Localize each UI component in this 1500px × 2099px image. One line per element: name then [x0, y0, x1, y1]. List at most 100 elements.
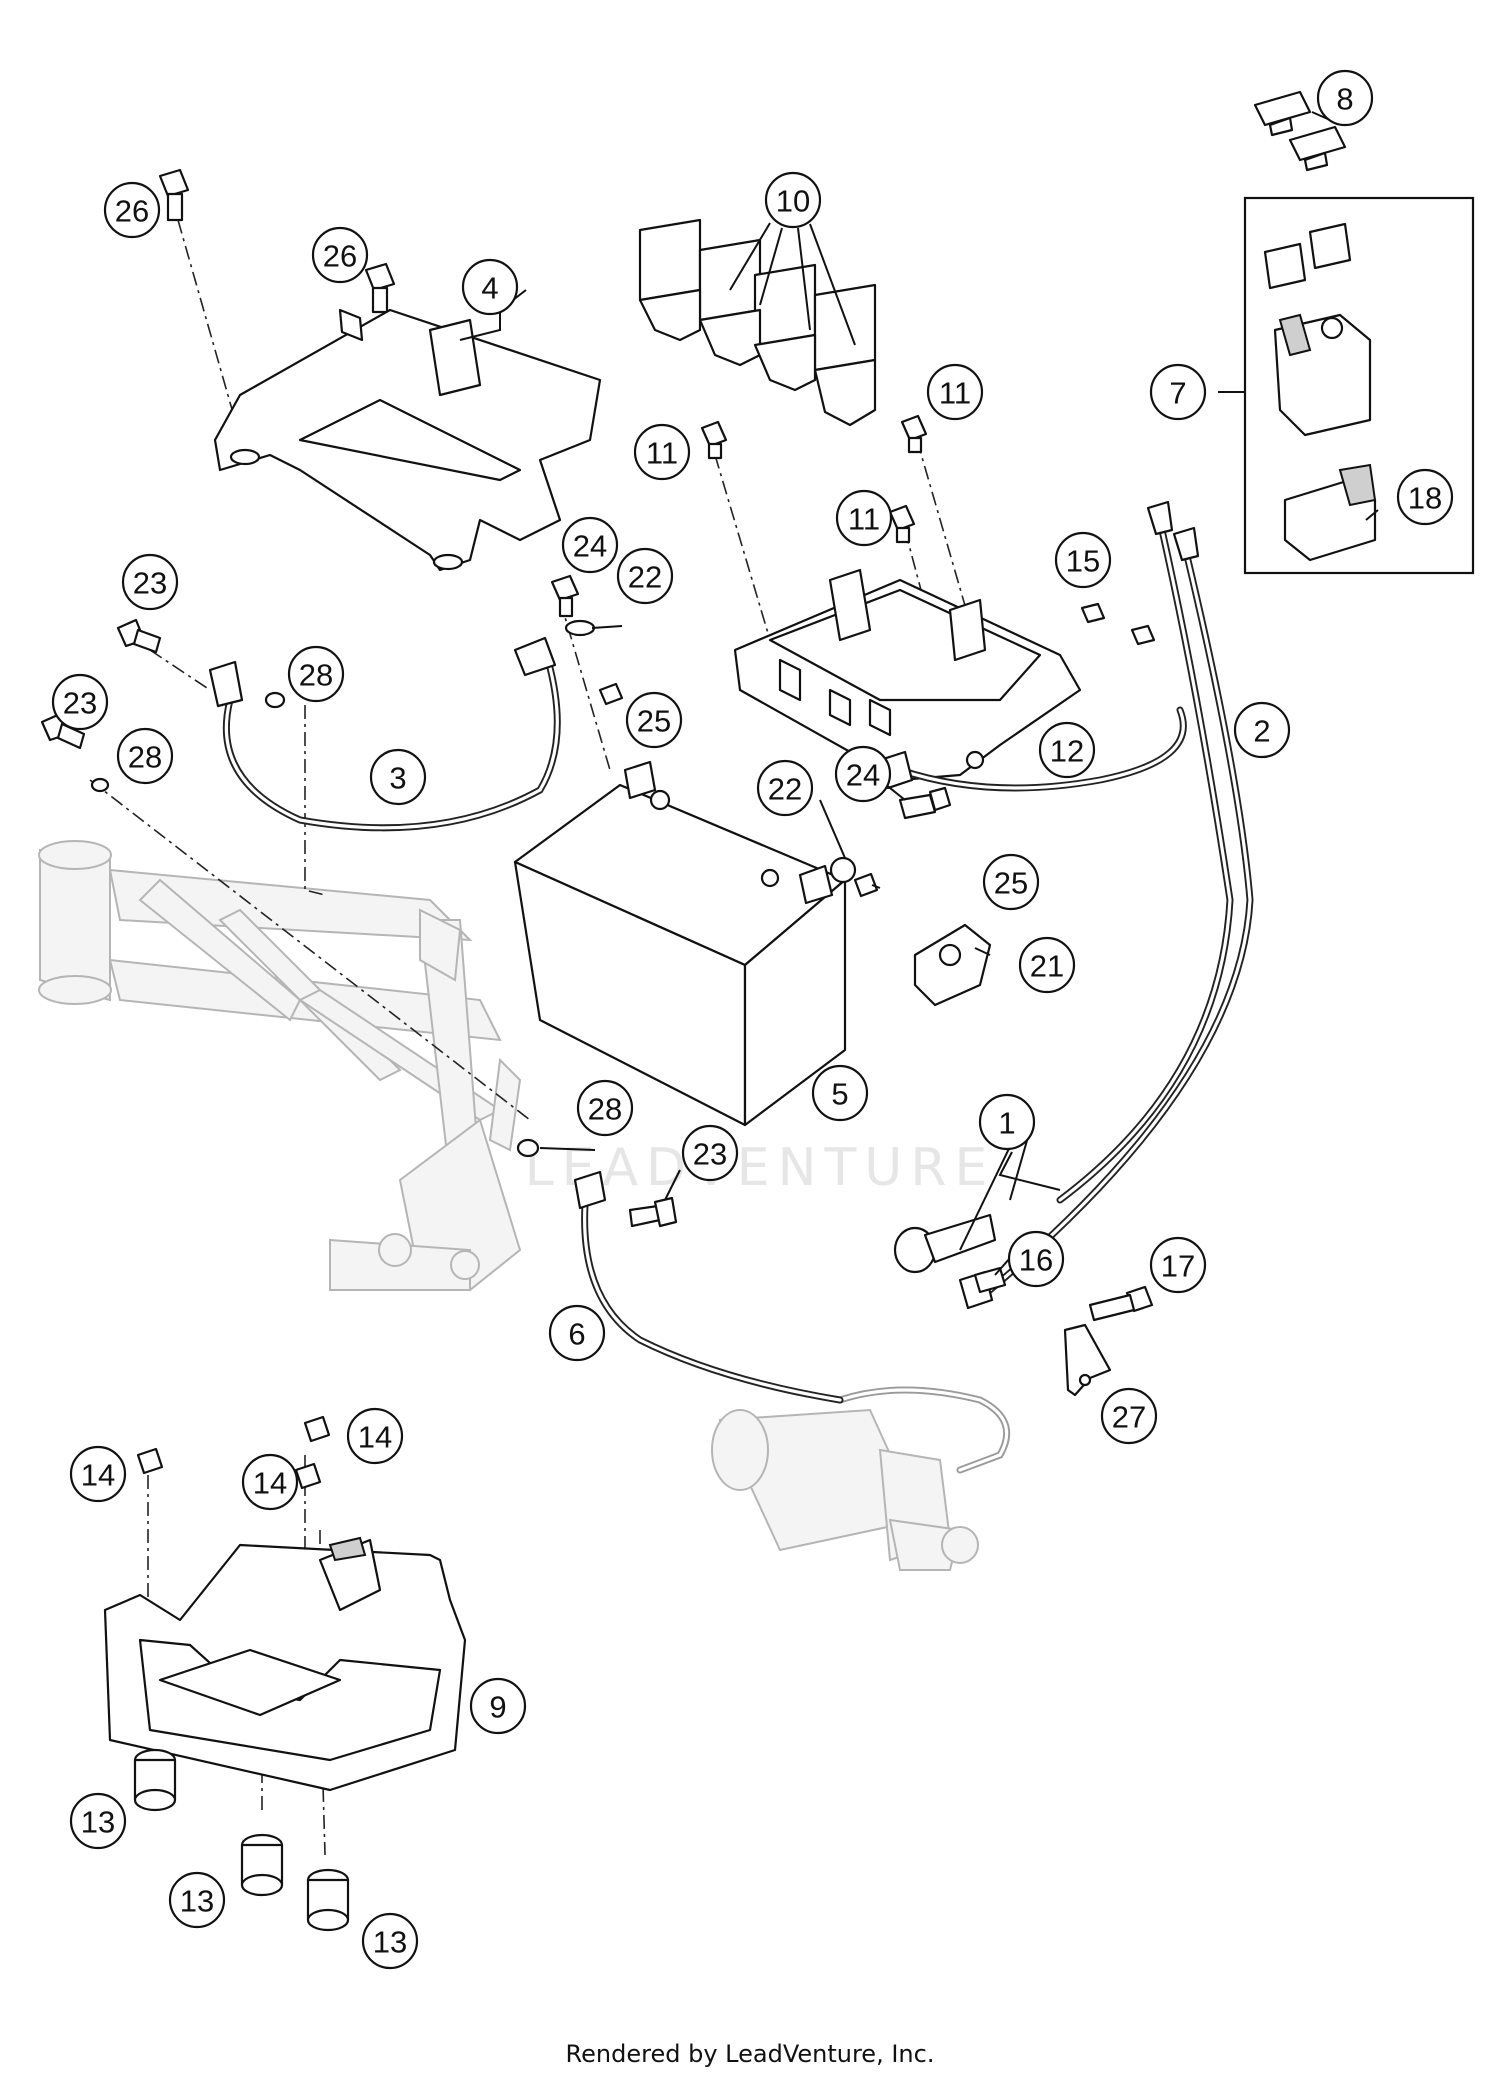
callout-circle [548, 1304, 606, 1362]
nut-25-lower [853, 872, 879, 898]
callout-label: 8 [1336, 82, 1353, 117]
callout-22: 22 [756, 759, 814, 817]
washer-28-upper [264, 691, 286, 709]
callout-17: 17 [1149, 1236, 1207, 1294]
rubber-feet-13 [133, 1748, 350, 1932]
callout-11: 11 [926, 363, 984, 421]
callout-25: 25 [982, 853, 1040, 911]
callout-circle [1233, 701, 1291, 759]
bolts-14 [136, 1415, 331, 1490]
callout-label: 23 [63, 686, 97, 721]
callout-26: 26 [311, 226, 369, 284]
callout-circle [616, 547, 674, 605]
callout-5: 5 [811, 1064, 869, 1122]
callout-circle [811, 1064, 869, 1122]
callout-11: 11 [633, 423, 691, 481]
callout-label: 23 [693, 1137, 727, 1172]
callout-circle [116, 727, 174, 785]
callout-22: 22 [616, 547, 674, 605]
callout-14: 14 [69, 1445, 127, 1503]
callout-28: 28 [287, 645, 345, 703]
callout-label: 13 [81, 1805, 115, 1840]
callout-24: 24 [561, 516, 619, 574]
ghost-frame [38, 840, 522, 1292]
callout-circle [168, 1871, 226, 1929]
callout-circle [346, 1407, 404, 1465]
callout-circle [625, 691, 683, 749]
callout-circle [1316, 69, 1374, 127]
callout-circle [287, 645, 345, 703]
callout-circle [1007, 1230, 1065, 1288]
callout-26: 26 [103, 181, 161, 239]
callout-circle [1038, 721, 1096, 779]
callout-23: 23 [681, 1124, 739, 1182]
callout-1: 1 [978, 1093, 1036, 1151]
battery-tray-9 [103, 1536, 467, 1792]
callout-circle [369, 748, 427, 806]
callout-circle [461, 258, 519, 316]
callout-21: 21 [1018, 936, 1076, 994]
callout-28: 28 [116, 727, 174, 785]
callout-circle [1018, 936, 1076, 994]
callout-15: 15 [1054, 531, 1112, 589]
callout-label: 9 [489, 1690, 506, 1725]
nuts-15 [1080, 602, 1156, 646]
callout-circle [834, 745, 892, 803]
cable-3 [208, 636, 561, 832]
callout-label: 2 [1253, 714, 1270, 749]
callout-label: 21 [1030, 949, 1064, 984]
washer-28-left [90, 777, 110, 793]
bolt-24-upper [550, 574, 580, 618]
bolt-23-lower [628, 1196, 678, 1228]
bolts-11 [700, 414, 928, 544]
ghost-starter-motor [711, 1386, 1011, 1571]
callout-6: 6 [548, 1304, 606, 1362]
callout-8: 8 [1316, 69, 1374, 127]
callout-circle [1149, 363, 1207, 421]
callout-label: 1 [998, 1106, 1015, 1141]
callout-label: 28 [299, 658, 333, 693]
callout-label: 24 [846, 758, 880, 793]
callout-label: 6 [568, 1317, 585, 1352]
leader-lines [459, 111, 1379, 1276]
callout-circle [121, 553, 179, 611]
callout-label: 24 [573, 529, 607, 564]
callout-14: 14 [346, 1407, 404, 1465]
callout-circle [1149, 1236, 1207, 1294]
callout-circle [982, 853, 1040, 911]
callout-13: 13 [168, 1871, 226, 1929]
callout-24: 24 [834, 745, 892, 803]
callout-label: 11 [848, 502, 880, 537]
callout-12: 12 [1038, 721, 1096, 779]
callout-label: 28 [588, 1092, 622, 1127]
callout-label: 26 [323, 239, 357, 274]
bracket-plate-4 [213, 308, 602, 572]
callout-label: 22 [628, 560, 662, 595]
bracket-27 [1063, 1323, 1112, 1397]
callout-circle [241, 1453, 299, 1511]
callout-label: 16 [1019, 1243, 1053, 1278]
callout-label: 11 [646, 436, 678, 471]
cable-2 [986, 500, 1254, 1294]
callout-28: 28 [576, 1079, 634, 1137]
callout-circle [835, 489, 893, 547]
callout-7: 7 [1149, 363, 1207, 421]
callout-label: 12 [1050, 734, 1084, 769]
fuses-8 [1253, 90, 1347, 172]
terminal-cover-21 [913, 923, 992, 1007]
callout-label: 28 [128, 740, 162, 775]
callout-circle [576, 1079, 634, 1137]
callout-label: 7 [1169, 376, 1186, 411]
callout-circle [69, 1445, 127, 1503]
callout-23: 23 [51, 673, 109, 731]
washer-22-upper [564, 619, 596, 637]
bolt-26-upper-left [158, 168, 190, 222]
footer-credit: Rendered by LeadVenture, Inc. [565, 2040, 935, 2068]
callout-circle [51, 673, 109, 731]
callout-circle [103, 181, 161, 239]
cable-1 [878, 706, 1187, 1310]
callout-13: 13 [361, 1912, 419, 1970]
callout-label: 25 [637, 704, 671, 739]
callout-label: 25 [994, 866, 1028, 901]
